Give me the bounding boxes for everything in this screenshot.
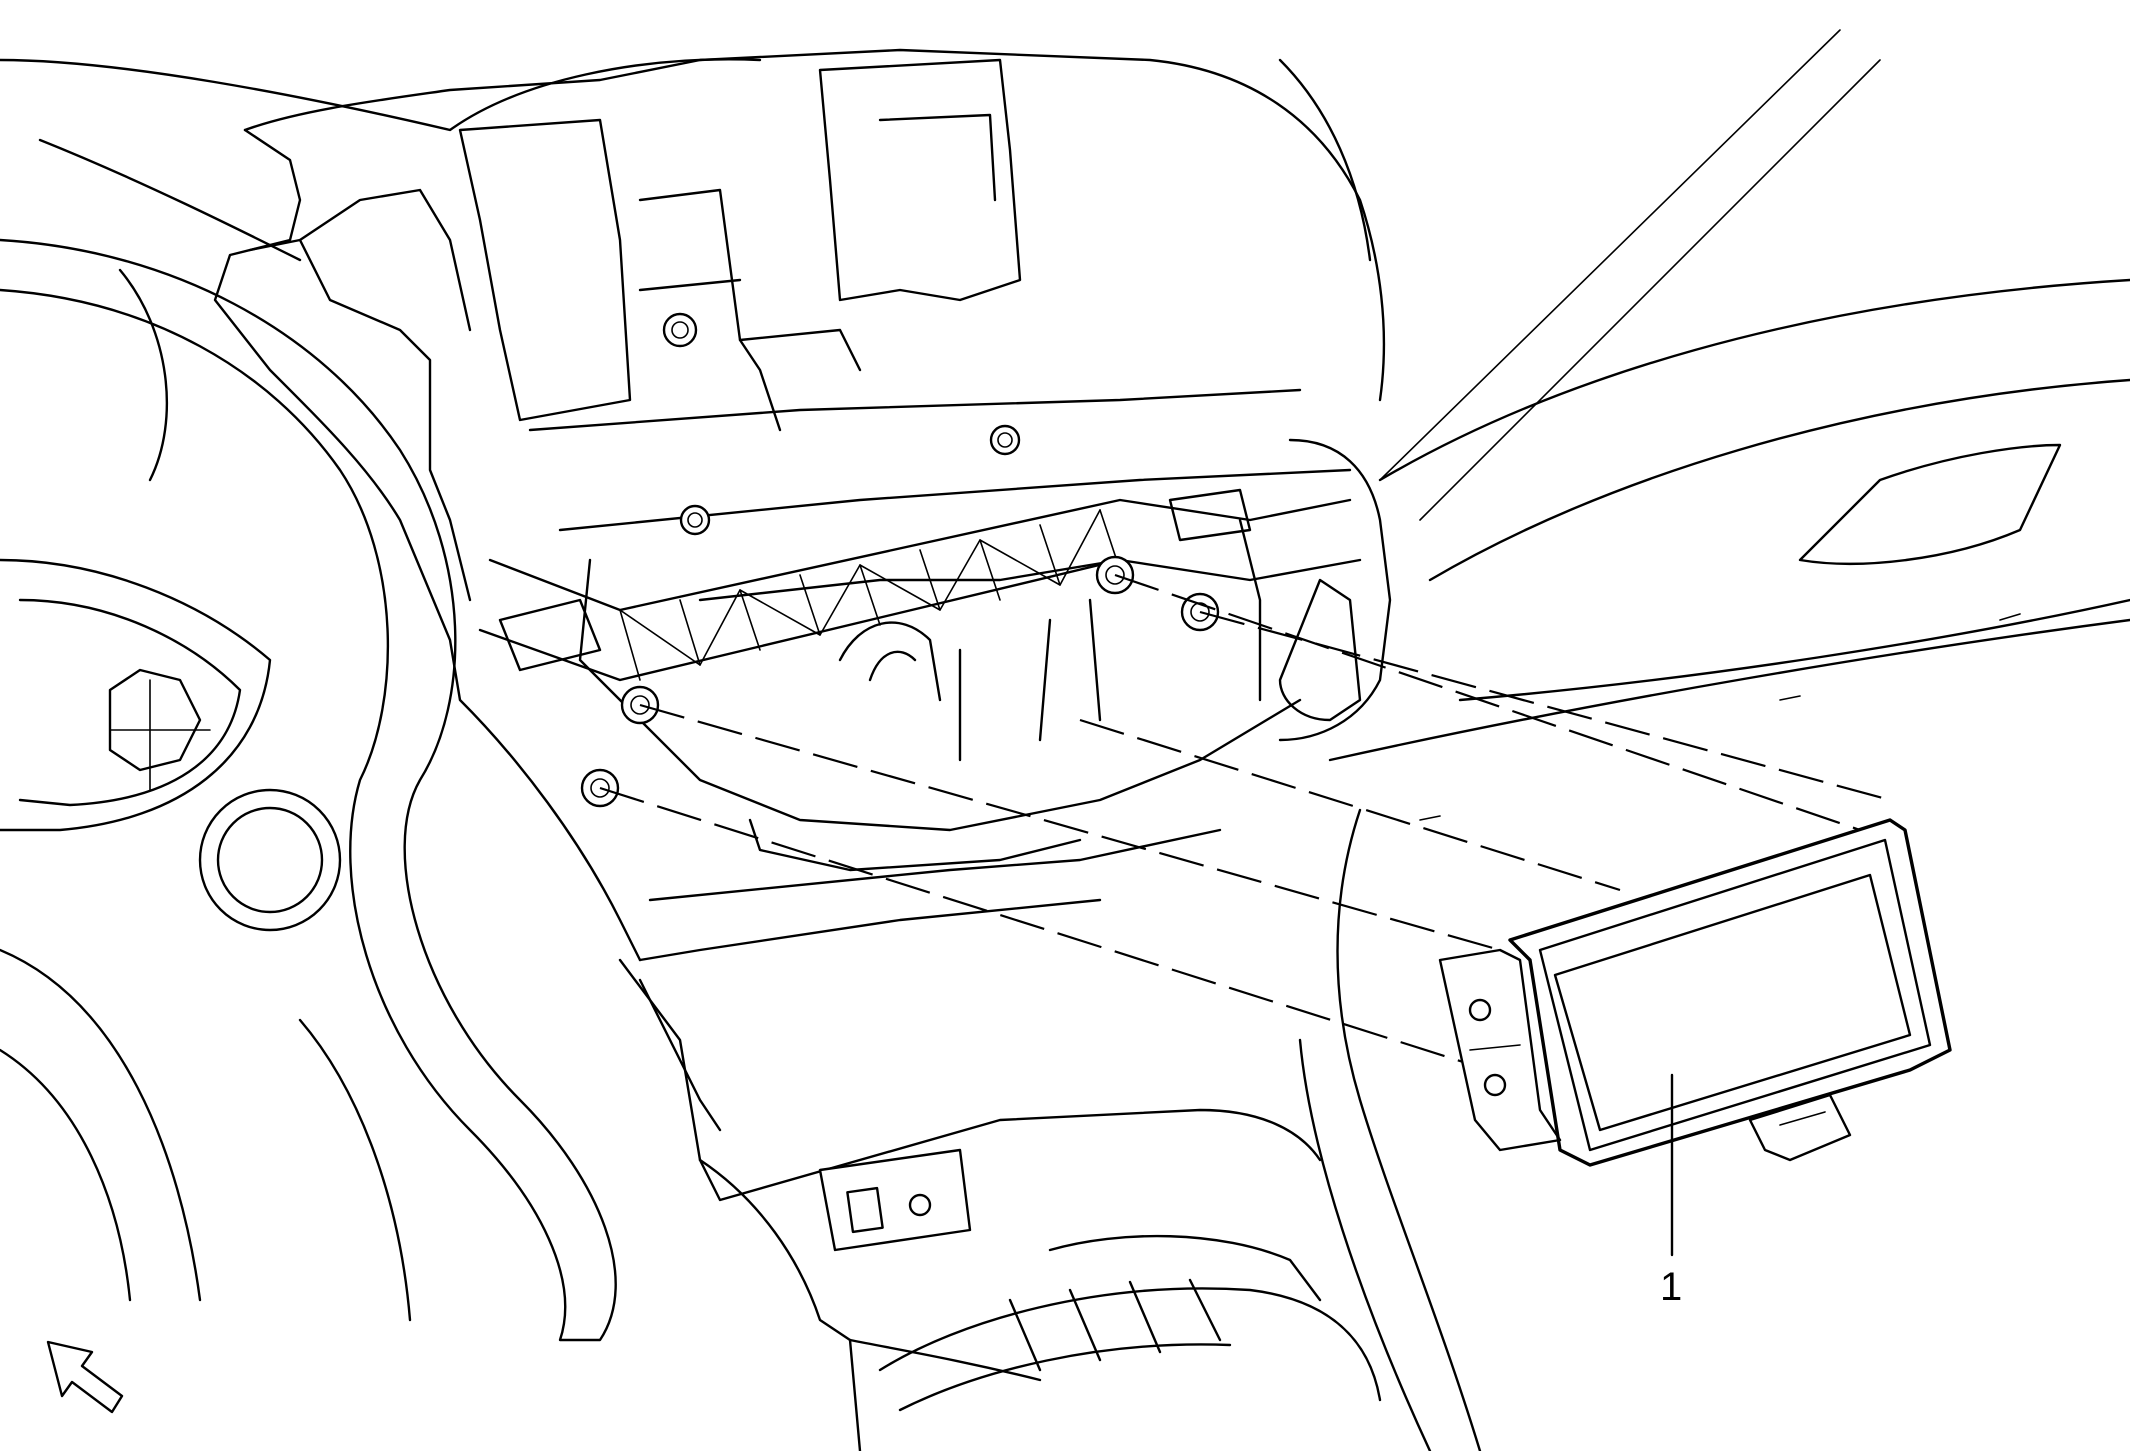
callout-label: 1 bbox=[1660, 1265, 1682, 1309]
dashboard-outline bbox=[0, 29, 2130, 1453]
bolt-icon bbox=[989, 424, 1021, 456]
radio-support-bracket bbox=[478, 488, 1362, 682]
alignment-dashed-lines bbox=[599, 573, 1891, 1082]
instrument-panel-cavity bbox=[213, 48, 1392, 1453]
callout-1: 1 bbox=[1660, 1073, 1682, 1309]
fasteners bbox=[580, 312, 1220, 808]
front-of-vehicle-arrow-icon bbox=[46, 1340, 124, 1414]
steering-wheel bbox=[0, 238, 617, 1342]
bolt-icon bbox=[662, 312, 698, 348]
bolt-icon bbox=[679, 504, 711, 536]
radio-display-module bbox=[1438, 818, 1952, 1167]
